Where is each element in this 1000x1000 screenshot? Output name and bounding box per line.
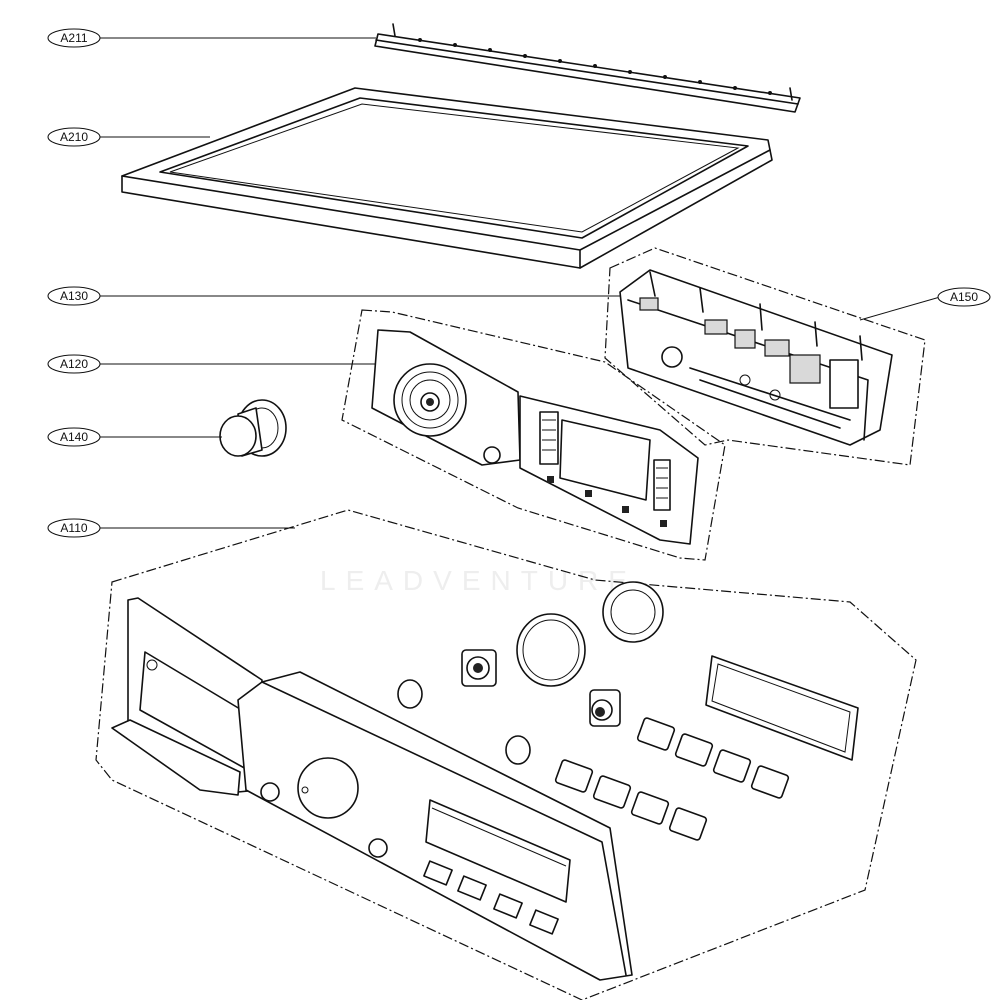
callout-a130-label: A130 [60,289,88,303]
callout-a130: A130 [47,286,101,306]
callout-a120-label: A120 [60,357,88,371]
part-a211-rail [374,23,801,113]
part-a120-control-board [341,309,726,561]
part-a110-control-panel [95,509,917,1000]
callout-a140: A140 [47,427,101,447]
callout-a210: A210 [47,127,101,147]
part-a210-top-frame [121,87,773,269]
callout-a140-label: A140 [60,430,88,444]
leader-lines [100,37,941,529]
watermark-text: LEADVENTURE [320,565,637,596]
part-a150-bracket [604,247,926,466]
part-a140-knob [219,399,287,457]
callout-a120: A120 [47,354,101,374]
callout-a110: A110 [47,518,101,538]
callout-a210-label: A210 [60,130,88,144]
callout-a110-label: A110 [60,521,87,535]
callout-a211-label: A211 [60,31,87,45]
callout-a150: A150 [937,287,991,307]
callout-a150-label: A150 [950,290,978,304]
callout-a211: A211 [47,28,101,48]
